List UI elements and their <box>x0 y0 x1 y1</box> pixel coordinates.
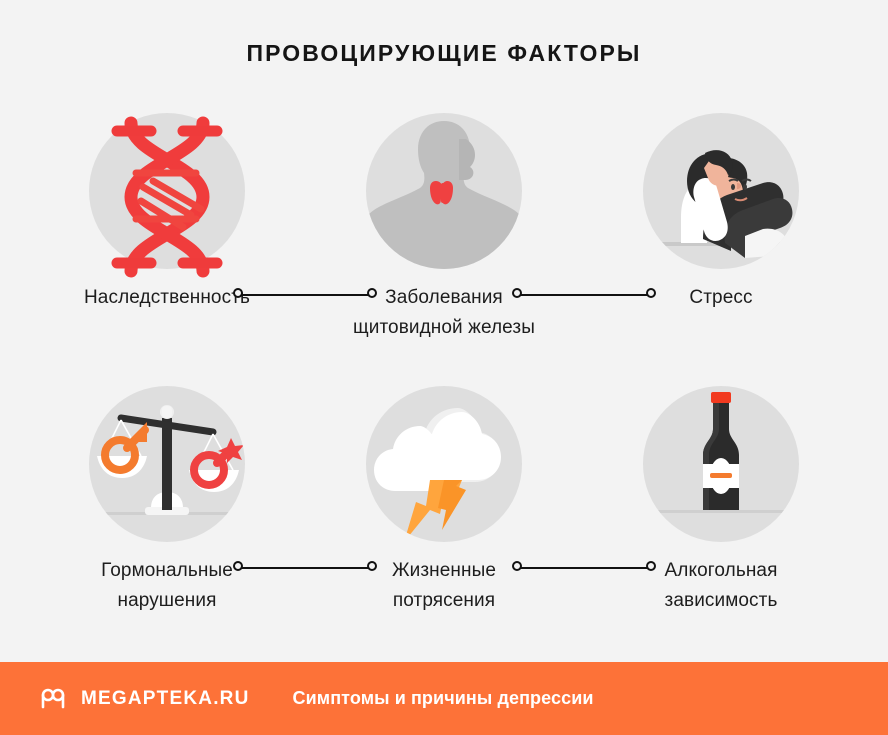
page-title: ПРОВОЦИРУЮЩИЕ ФАКТОРЫ <box>246 40 642 66</box>
connector-thyroid-stress <box>512 288 656 302</box>
factor-icon-container <box>89 113 245 278</box>
factor-label: Стресс <box>573 283 869 313</box>
megapteka-monogram-icon <box>38 684 68 714</box>
factor-label-line1: Жизненные <box>391 560 497 581</box>
factor-row-bottom: Гормональные нарушения <box>0 378 888 628</box>
icon-backdrop-circle <box>366 113 522 269</box>
factor-label-line1: Стресс <box>689 287 753 308</box>
factor-item-thyroid-disease[interactable]: Заболевания щитовидной железы <box>296 105 592 355</box>
factor-label-line2: потрясения <box>392 590 496 611</box>
connector-node-left <box>233 288 243 298</box>
factor-label-line1: Заболевания <box>385 287 503 308</box>
connector-node-right <box>646 288 656 298</box>
factor-label-line2: нарушения <box>117 590 217 611</box>
footer-tagline: Симптомы и причины депрессии <box>292 688 594 708</box>
icon-backdrop-circle <box>89 386 245 542</box>
factor-icon-container <box>643 113 799 269</box>
connector-line <box>518 567 650 569</box>
icon-backdrop-circle <box>366 386 522 542</box>
factor-label: Гормональные нарушения <box>19 556 315 616</box>
connector-line <box>239 294 371 296</box>
footer-bar: MEGAPTEKA.RU Симптомы и причины депресси… <box>0 662 888 735</box>
brand-logo[interactable]: MEGAPTEKA.RU <box>38 684 250 714</box>
factor-icon-container <box>643 386 799 542</box>
connector-node-right <box>367 288 377 298</box>
connector-line <box>518 294 650 296</box>
factor-icon-container <box>89 386 245 542</box>
factor-icon-container <box>366 386 522 542</box>
connector-node-left <box>233 561 243 571</box>
factor-label-line1: Гормональные <box>101 560 233 581</box>
factor-item-hormonal-disorders[interactable]: Гормональные нарушения <box>19 378 315 628</box>
factor-item-stress[interactable]: Стресс <box>573 105 869 355</box>
connector-node-left <box>512 561 522 571</box>
factor-item-alcohol-dependence[interactable]: Алкогольная зависимость <box>573 378 869 628</box>
icon-backdrop-circle <box>643 386 799 542</box>
factor-label: Наследственность <box>19 283 315 313</box>
connector-hormonal-lifeshocks <box>233 561 377 575</box>
factor-label-line1: Наследственность <box>83 287 250 308</box>
brand-name: MEGAPTEKA.RU <box>81 687 250 709</box>
icon-backdrop-circle <box>89 113 245 269</box>
connector-node-left <box>512 288 522 298</box>
factor-label: Заболевания щитовидной железы <box>296 283 592 343</box>
factor-label-line2: зависимость <box>664 590 778 611</box>
factor-icon-container <box>366 113 522 269</box>
factor-label-line2: щитовидной железы <box>353 317 535 338</box>
factor-item-life-shocks[interactable]: Жизненные потрясения <box>296 378 592 628</box>
icon-backdrop-circle <box>643 113 799 269</box>
factor-label: Жизненные потрясения <box>296 556 592 616</box>
connector-node-right <box>367 561 377 571</box>
connector-node-right <box>646 561 656 571</box>
connector-line <box>239 567 371 569</box>
factor-label: Алкогольная зависимость <box>573 556 869 616</box>
factor-item-heredity[interactable]: Наследственность <box>19 105 315 355</box>
factor-row-top: Наследственность <box>0 105 888 355</box>
connector-lifeshocks-alcohol <box>512 561 656 575</box>
factor-label-line1: Алкогольная <box>664 560 778 581</box>
connector-heredity-thyroid <box>233 288 377 302</box>
